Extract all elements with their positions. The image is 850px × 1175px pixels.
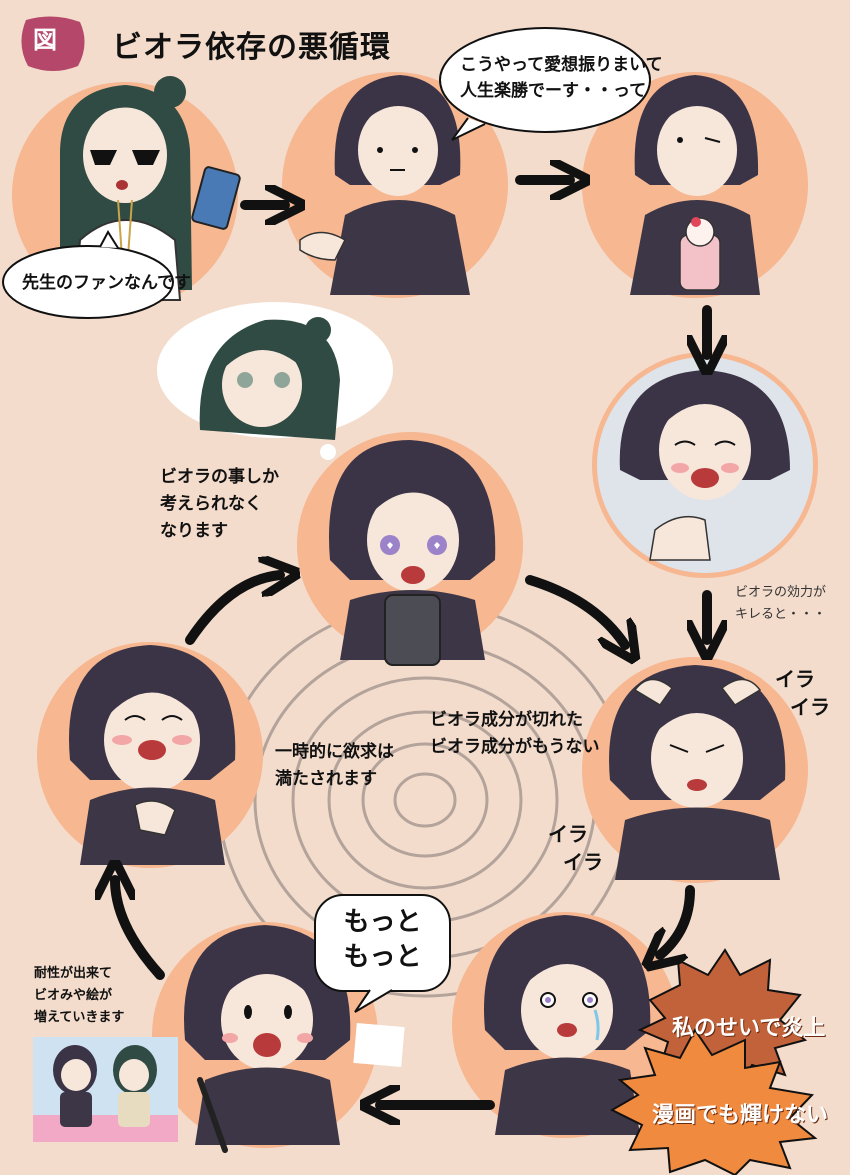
cycle-arrows <box>115 180 707 1105</box>
caption-seibun-2: ビオラ成分がもうない <box>430 737 600 757</box>
panel-aiso <box>282 72 508 298</box>
caption-ichiji-1: 一時的に欲求は <box>275 742 394 762</box>
fan-speech: 先生のファンなんです <box>22 273 192 293</box>
page-title: ビオラ依存の悪循環 <box>112 30 391 65</box>
caption-seibun-1: ビオラ成分が切れた <box>430 710 583 730</box>
panel-parfait <box>582 72 808 298</box>
caption-kouryoku-1: ビオラの効力が <box>735 585 827 600</box>
caption-only-biora-1: ビオラの事しか <box>160 467 279 487</box>
aiso-speech-line1: こうやって愛想振りまいて <box>460 55 663 75</box>
fanart-thumbnail <box>33 1037 178 1142</box>
panel-fan <box>12 76 241 308</box>
caption-taisei-3: 増えていきます <box>34 1010 125 1025</box>
ira-bottom-2: イラ <box>563 850 603 874</box>
ira-bottom-1: イラ <box>548 822 588 846</box>
burst-shapes <box>609 948 818 1175</box>
motto-speech-line1: もっと <box>343 907 422 937</box>
title-badge-shape <box>21 16 85 72</box>
ira-top-2: イラ <box>790 695 830 719</box>
title-badge: 図 <box>33 26 57 54</box>
burst-enjou: 私のせいで炎上 <box>672 1016 826 1041</box>
caption-only-biora-2: 考えられなく <box>160 494 262 514</box>
motto-speech-line2: もっと <box>343 942 422 972</box>
speech-bubbles <box>2 27 651 1013</box>
burst-manga: 漫画でも輝けない <box>652 1103 829 1128</box>
caption-taisei-1: 耐性が出来て <box>34 966 113 981</box>
caption-taisei-2: ビオみや絵が <box>34 988 113 1003</box>
panel-obsessed <box>297 432 523 666</box>
thought-bubble <box>157 302 393 473</box>
caption-ichiji-2: 満たされます <box>275 769 377 789</box>
panel-satisfied <box>37 642 263 868</box>
aiso-speech-line2: 人生楽勝でーす・・って <box>460 81 647 101</box>
caption-only-biora-3: なります <box>160 521 228 541</box>
ira-top-1: イラ <box>775 667 815 691</box>
panel-happy-tears <box>592 352 818 578</box>
panel-irritated <box>582 657 808 883</box>
caption-kouryoku-2: キレると・・・ <box>735 607 827 622</box>
